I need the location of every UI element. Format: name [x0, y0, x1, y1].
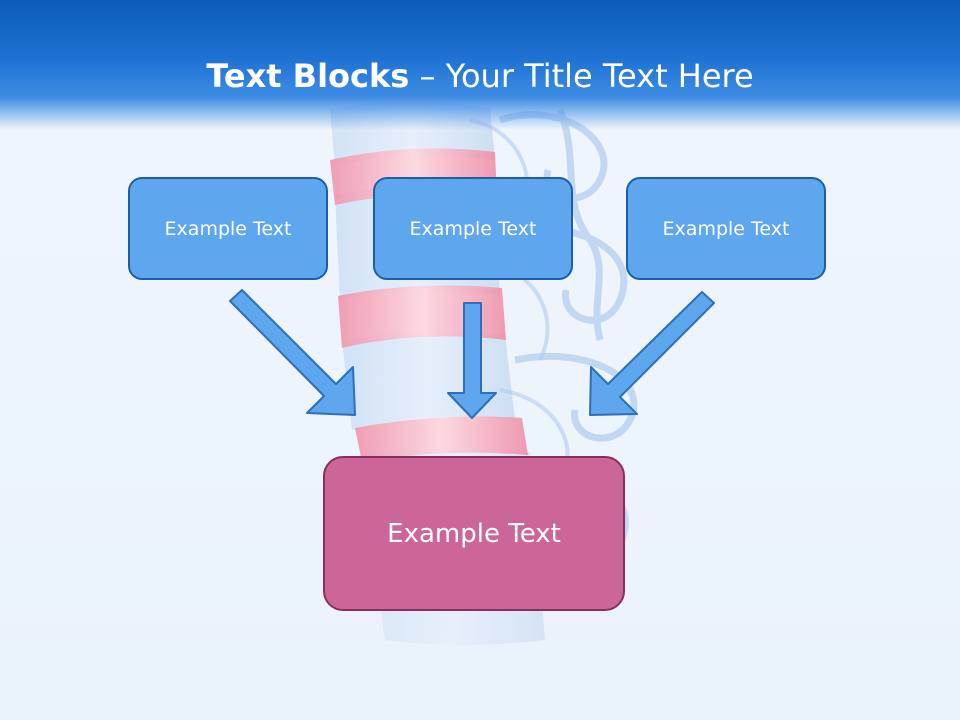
bottom-box: Example Text	[323, 456, 625, 611]
top-box-3: Example Text	[626, 177, 826, 280]
top-box-1: Example Text	[128, 177, 328, 280]
arrow-left-icon	[229, 289, 356, 416]
title-rest: – Your Title Text Here	[409, 57, 754, 95]
slide-title: Text Blocks – Your Title Text Here	[0, 54, 960, 98]
top-box-3-label: Example Text	[662, 217, 790, 240]
arrow-center-icon	[447, 302, 497, 419]
top-box-2-label: Example Text	[409, 217, 537, 240]
top-box-1-label: Example Text	[164, 217, 292, 240]
title-bold: Text Blocks	[206, 57, 410, 95]
header-band	[0, 0, 960, 130]
bottom-box-label: Example Text	[387, 518, 561, 549]
top-box-2: Example Text	[373, 177, 573, 280]
arrow-right-icon	[589, 291, 715, 416]
